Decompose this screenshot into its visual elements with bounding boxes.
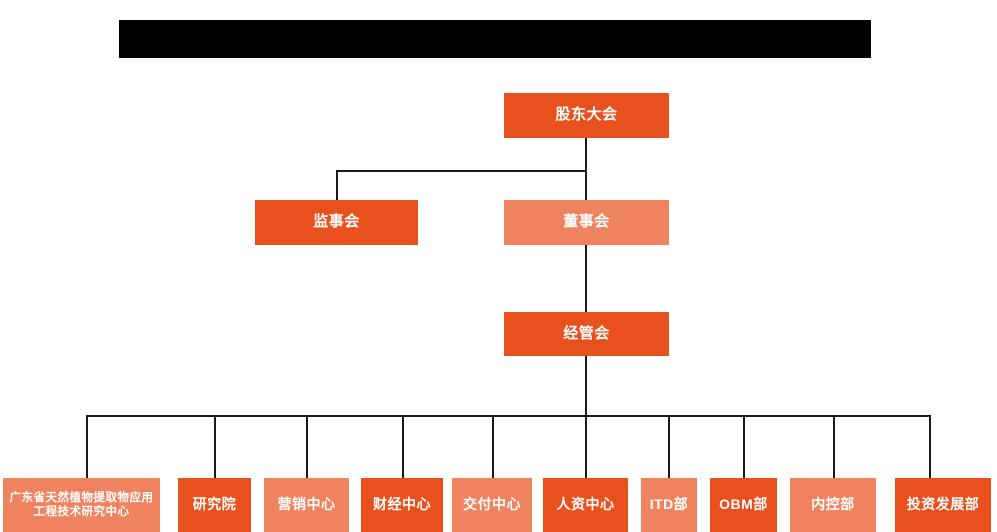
connector-bus-to-finance-center xyxy=(402,415,404,478)
connector-bus-to-investment-development-department xyxy=(929,415,931,478)
connector-bus-to-research-institute xyxy=(214,415,216,478)
connector-management-to-bus xyxy=(585,356,587,417)
connector-bus-to-hr-center xyxy=(585,415,587,478)
connector-bus-to-obm-department xyxy=(743,415,745,478)
connector-bus-to-gd-research-center xyxy=(86,415,88,478)
connector-bus-to-internal-control-department xyxy=(833,415,835,478)
org-node-management-committee[interactable]: 经管会 xyxy=(504,312,669,356)
org-node-board-of-directors[interactable]: 董事会 xyxy=(504,200,669,245)
connector-shareholders-to-branch xyxy=(585,138,587,171)
org-node-marketing-center[interactable]: 营销中心 xyxy=(264,478,349,532)
connector-branch-horizontal-level2 xyxy=(336,170,587,172)
org-node-delivery-center[interactable]: 交付中心 xyxy=(452,478,532,532)
org-node-shareholders-meeting[interactable]: 股东大会 xyxy=(504,93,669,138)
connector-bus-to-delivery-center xyxy=(492,415,494,478)
connector-branch-to-supervisors xyxy=(336,170,338,201)
org-node-gd-research-center[interactable]: 广东省天然植物提取物应用工程技术研究中心 xyxy=(3,478,160,532)
org-node-hr-center[interactable]: 人资中心 xyxy=(543,478,628,532)
connector-bus-to-marketing-center xyxy=(306,415,308,478)
connector-department-bus xyxy=(86,415,930,417)
org-node-investment-development-department[interactable]: 投资发展部 xyxy=(895,478,991,532)
org-node-research-institute[interactable]: 研究院 xyxy=(178,478,251,532)
connector-bus-to-itd-department xyxy=(668,415,670,478)
org-node-finance-center[interactable]: 财经中心 xyxy=(361,478,443,532)
org-node-board-of-supervisors[interactable]: 监事会 xyxy=(255,200,418,245)
connector-branch-to-directors xyxy=(585,170,587,201)
org-node-itd-department[interactable]: ITD部 xyxy=(641,478,697,532)
redacted-title-bar xyxy=(119,20,871,58)
org-node-internal-control-department[interactable]: 内控部 xyxy=(790,478,876,532)
connector-directors-to-management xyxy=(585,245,587,312)
org-node-obm-department[interactable]: OBM部 xyxy=(710,478,777,532)
